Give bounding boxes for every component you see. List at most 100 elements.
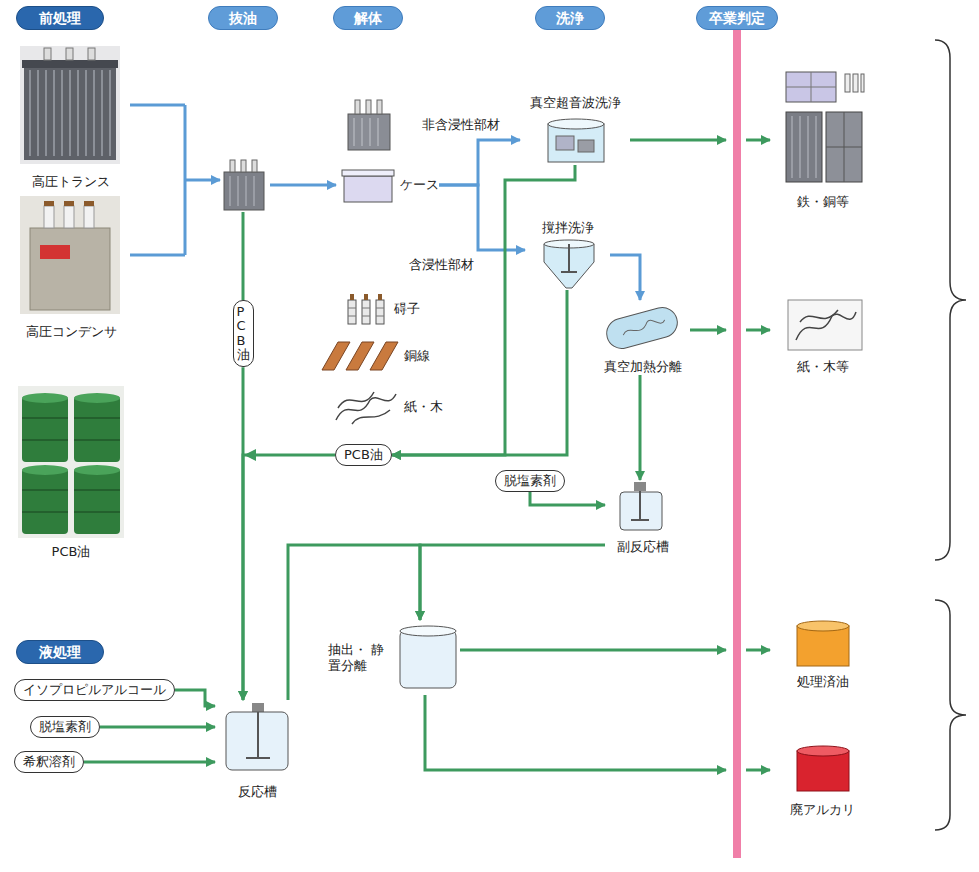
output-item: 処理済油 [770, 615, 875, 690]
process-unit: 反応槽 [215, 700, 300, 800]
node-label: 前処理 [39, 10, 81, 26]
flow-line [746, 139, 770, 142]
reagent-tag: 希釈溶剤 [14, 751, 84, 773]
flow-line [392, 290, 567, 455]
node-label: 碍子 [394, 301, 420, 317]
node-label: 抜油 [229, 10, 257, 26]
process-unit: 副反応槽 [605, 480, 680, 555]
reagent-tag: イソプロピルアルコール [14, 679, 175, 701]
flow-line [425, 695, 726, 770]
flow-arrow [100, 727, 215, 728]
node-label: 撹拌洗浄 [542, 220, 594, 236]
reactor [226, 703, 288, 770]
node-label: 高圧コンデンサ [26, 324, 117, 340]
node-label: 処理済油 [797, 674, 849, 690]
edge-label: 含浸性部材 [407, 257, 476, 273]
copper-icon [322, 342, 398, 370]
flow-arrow [439, 185, 525, 250]
flow-arrow [460, 650, 770, 651]
node-label: 抽出・ 静置分離 [328, 642, 388, 674]
flow-arrow [425, 695, 770, 770]
flow-line [690, 329, 726, 332]
flow-line [639, 375, 642, 480]
node-label: 洗浄 [556, 10, 584, 26]
stage-pill: 抜油 [208, 6, 278, 30]
flow-line [746, 649, 770, 652]
flow-line [460, 649, 726, 652]
part-item: ケース [338, 165, 439, 205]
node-label: 真空加熱分離 [604, 359, 682, 375]
flow-arrow [84, 762, 215, 763]
transformer-icon [224, 160, 264, 210]
flow-line [610, 255, 640, 300]
flow-line [746, 329, 770, 332]
process-unit: 真空超音波洗浄 [520, 95, 630, 165]
stage-pill: 解体 [333, 6, 403, 30]
flow-line [392, 165, 575, 455]
flow-arrow [640, 375, 641, 480]
flow-line [439, 185, 525, 250]
flow-tag: PCB油 [335, 444, 392, 466]
output-item: 鉄・銅等 [770, 60, 875, 210]
flow-arrow [288, 545, 420, 700]
flow-line [100, 726, 215, 729]
capacitor-photo [20, 196, 120, 314]
part-item: 碍子 [338, 290, 420, 328]
flow-line [630, 139, 726, 142]
input-photo: PCB油 [12, 385, 130, 560]
node-label: PCB油 [52, 544, 91, 560]
input-photo: 高圧コンデンサ [12, 195, 130, 340]
node-label: ケース [400, 177, 439, 193]
flow-line [439, 140, 520, 185]
flow-line [530, 492, 605, 505]
part-item: 銅線 [318, 336, 430, 376]
node-label: PCB油 [344, 447, 383, 463]
flow-line [746, 769, 770, 772]
metal-output [786, 72, 864, 182]
node-label: 液処理 [39, 644, 81, 660]
flow-arrow [530, 492, 605, 505]
node-label: 解体 [354, 10, 382, 26]
node-label: 銅線 [404, 348, 430, 364]
stirring-tank [544, 240, 594, 288]
node-label: 鉄・銅等 [797, 194, 849, 210]
stage-pill: 液処理 [16, 640, 104, 664]
node-label: 脱塩素剤 [504, 473, 556, 489]
insulator-icon [348, 294, 384, 324]
node-label: 脱塩素剤 [39, 719, 91, 735]
paper-icon [336, 392, 396, 424]
flow-line [420, 545, 605, 620]
paper-output [788, 300, 862, 350]
reagent-tag: 脱塩素剤 [495, 470, 565, 492]
flow-arrow [392, 290, 567, 455]
input-photo: 高圧トランス [12, 45, 130, 190]
ultrasonic-tank [548, 119, 604, 162]
flow-line [84, 761, 215, 764]
separation-tank [400, 626, 456, 688]
process-unit: 撹拌洗浄 [525, 220, 610, 290]
stage-pill: 卒業判定 [696, 6, 778, 30]
vacuum-heater [603, 304, 680, 352]
node-label: 希釈溶剤 [23, 754, 75, 770]
stage-pill: 洗浄 [535, 6, 605, 30]
oil-tank [797, 621, 849, 666]
edge-label: 非含浸性部材 [420, 117, 502, 133]
node-label: 紙・木 [404, 399, 443, 415]
flow-line [288, 545, 420, 700]
flow-arrow [630, 140, 770, 141]
node-label: 紙・木等 [797, 359, 849, 375]
flow-arrow [420, 545, 605, 620]
alkali-tank [797, 746, 849, 791]
process-unit: 抽出・ 静置分離 [315, 620, 460, 695]
output-item: 廃アルカリ [770, 740, 875, 818]
flow-arrow [392, 165, 575, 455]
stage-pill: 前処理 [16, 6, 104, 30]
reagent-tag: 脱塩素剤 [30, 716, 100, 738]
transformer-photo [20, 46, 120, 164]
node-label: 反応槽 [238, 784, 277, 800]
output-item: 紙・木等 [770, 290, 875, 375]
node-label: 廃アルカリ [790, 802, 855, 818]
part-item: 紙・木 [330, 386, 443, 428]
flow-arrow [690, 330, 770, 331]
node-label: 高圧トランス [32, 174, 110, 190]
